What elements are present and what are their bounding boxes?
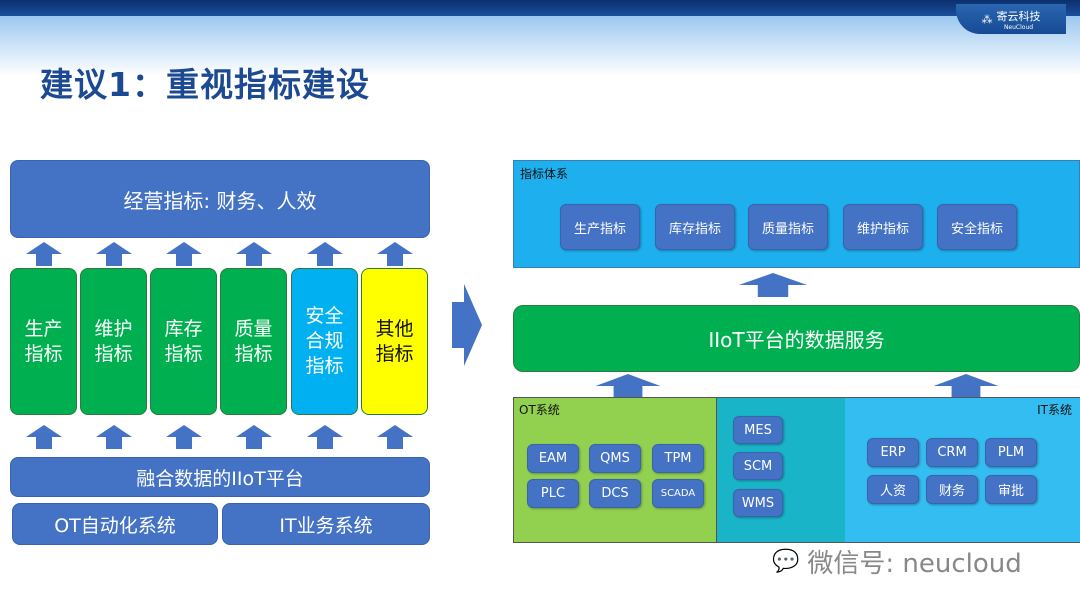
up-arrow-icon <box>96 242 132 266</box>
indicator-system-title: 指标体系 <box>520 167 569 181</box>
up-arrow-icon <box>96 425 132 449</box>
page-title: 建议1：重视指标建设 <box>40 65 370 104</box>
it-system-panel <box>845 397 1080 543</box>
it-system-item: 人资 <box>867 475 919 504</box>
indicator-button: 库存指标 <box>655 204 735 250</box>
iiot-data-service: IIoT平台的数据服务 <box>513 305 1080 372</box>
it-business-system: IT业务系统 <box>222 503 430 545</box>
header-gradient <box>0 16 1080 76</box>
up-arrow-icon <box>377 242 413 266</box>
it-system-item: ERP <box>867 438 919 467</box>
indicator-column: 其他 指标 <box>361 268 428 415</box>
mid-system-item: SCM <box>733 452 783 480</box>
ot-system-title: OT系统 <box>519 403 560 417</box>
ot-system-item: QMS <box>589 444 641 473</box>
logo-icon: ⁂ <box>981 12 993 26</box>
mid-system-item: MES <box>733 416 783 444</box>
ot-system-item: TPM <box>652 444 704 473</box>
ot-system-item: EAM <box>527 444 579 473</box>
it-system-item: CRM <box>926 438 978 467</box>
business-indicators: 经营指标: 财务、人效 <box>10 160 430 238</box>
logo-cn: 寄云科技 <box>996 9 1041 23</box>
up-arrow-icon <box>236 242 272 266</box>
indicator-column: 安全 合规 指标 <box>291 268 358 415</box>
right-arrow-icon <box>452 284 482 366</box>
it-system-item: 审批 <box>985 475 1037 504</box>
up-arrow-icon <box>166 425 202 449</box>
watermark-text: 微信号: neucloud <box>807 549 1022 579</box>
ot-automation-system: OT自动化系统 <box>12 503 218 545</box>
up-arrow-icon <box>26 242 62 266</box>
up-arrow-icon <box>166 242 202 266</box>
up-arrow-icon <box>26 425 62 449</box>
up-arrow-icon <box>738 273 808 297</box>
iiot-platform: 融合数据的IIoT平台 <box>10 457 430 497</box>
ot-system-item: DCS <box>589 479 641 508</box>
watermark: 💬 微信号: neucloud <box>772 543 1022 580</box>
ot-system-item: PLC <box>527 479 579 508</box>
up-arrow-icon <box>595 374 661 398</box>
up-arrow-icon <box>933 374 999 398</box>
indicator-button: 安全指标 <box>937 204 1017 250</box>
indicator-column: 生产 指标 <box>10 268 77 415</box>
indicator-button: 生产指标 <box>560 204 640 250</box>
mid-system-item: WMS <box>733 489 783 517</box>
up-arrow-icon <box>307 242 343 266</box>
ot-system-item: SCADA <box>652 479 704 508</box>
indicator-column: 库存 指标 <box>150 268 217 415</box>
it-system-title: IT系统 <box>1037 403 1072 417</box>
indicator-column: 维护 指标 <box>80 268 147 415</box>
up-arrow-icon <box>236 425 272 449</box>
it-system-item: PLM <box>985 438 1037 467</box>
indicator-button: 质量指标 <box>748 204 828 250</box>
logo-en: NeuCloud <box>1003 23 1034 31</box>
it-system-item: 财务 <box>926 475 978 504</box>
wechat-icon: 💬 <box>772 549 800 574</box>
top-bar <box>0 0 1080 16</box>
up-arrow-icon <box>377 425 413 449</box>
indicator-column: 质量 指标 <box>220 268 287 415</box>
indicator-button: 维护指标 <box>843 204 923 250</box>
up-arrow-icon <box>307 425 343 449</box>
